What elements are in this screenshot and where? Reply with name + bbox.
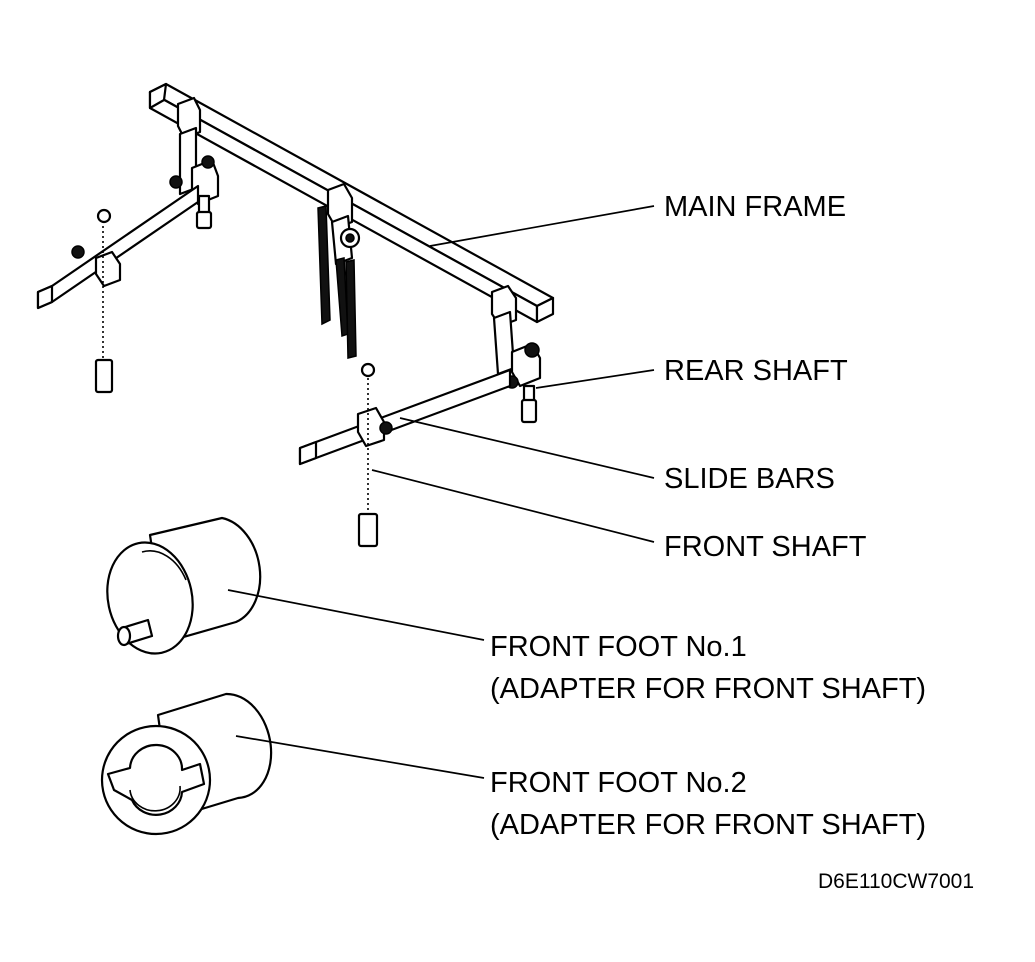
- label-main-frame: MAIN FRAME: [664, 191, 846, 223]
- label-rear-shaft: REAR SHAFT: [664, 355, 848, 387]
- label-front-foot-1-note: (ADAPTER FOR FRONT SHAFT): [490, 673, 926, 705]
- figure-code: D6E110CW7001: [818, 870, 974, 893]
- front-foot-1-part: [106, 516, 262, 655]
- left-arm-part: [36, 126, 220, 394]
- label-front-foot-1: FRONT FOOT No.1: [490, 631, 747, 663]
- front-foot-2-part: [100, 692, 273, 836]
- main-frame-part: [148, 82, 555, 328]
- center-hanger-part: [317, 205, 361, 359]
- label-front-foot-2-note: (ADAPTER FOR FRONT SHAFT): [490, 809, 926, 841]
- leader-lines: [227, 205, 655, 779]
- label-front-shaft: FRONT SHAFT: [664, 531, 867, 563]
- label-slide-bars: SLIDE BARS: [664, 463, 835, 495]
- right-arm-part: [298, 310, 542, 548]
- label-front-foot-2: FRONT FOOT No.2: [490, 767, 747, 799]
